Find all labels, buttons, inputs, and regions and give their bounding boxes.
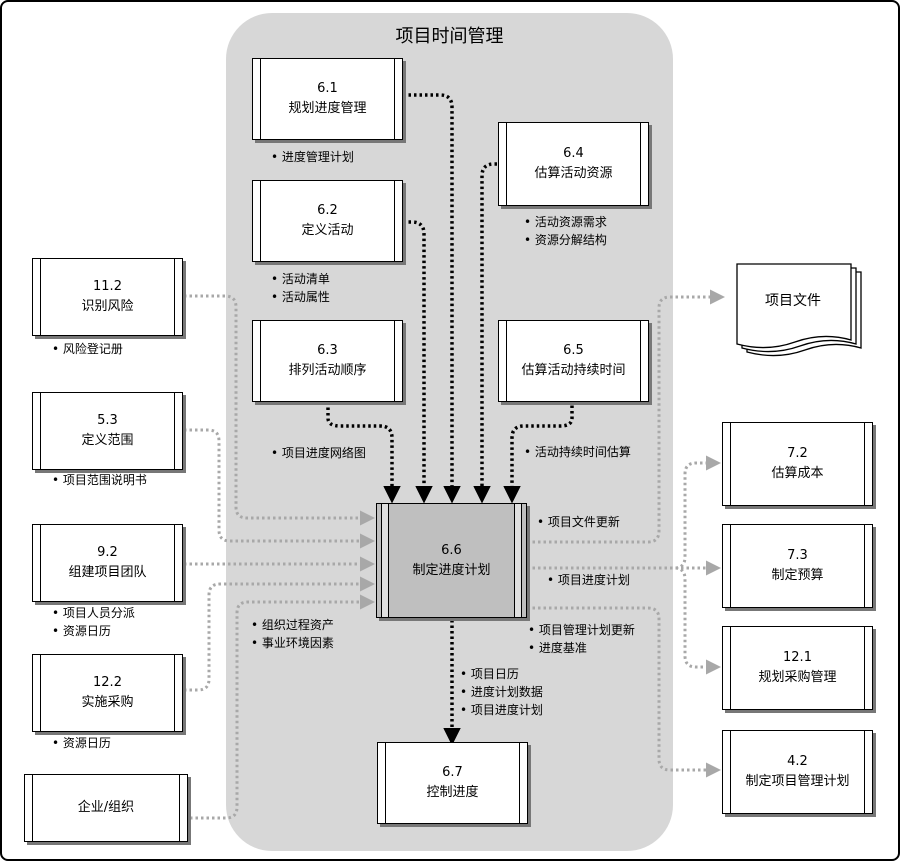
- output-item: 项目管理计划更新: [528, 621, 635, 639]
- process-id: 4.2: [787, 754, 808, 769]
- arrow-5-3-to-6-6: [184, 428, 375, 549]
- process-name: 排列活动顺序: [288, 363, 367, 378]
- output-item: 项目进度计划: [460, 701, 543, 719]
- process-4-2: 4.2 制定项目管理计划: [722, 730, 873, 814]
- output-item: 进度计划数据: [460, 683, 543, 701]
- outputs-6-3: 项目进度网络图: [271, 444, 366, 462]
- process-12-1: 12.1 规划采购管理: [722, 626, 873, 710]
- process-id: 6.1: [317, 81, 338, 96]
- outputs-6-1: 进度管理计划: [271, 148, 354, 166]
- process-id: 6.5: [563, 343, 584, 358]
- process-id: 11.2: [93, 279, 122, 294]
- process-id: 7.3: [787, 548, 808, 563]
- process-name: 规划进度管理: [288, 101, 367, 116]
- output-item: 风险登记册: [52, 340, 123, 358]
- process-id: 6.6: [441, 542, 462, 558]
- process-6-1: 6.1 规划进度管理: [252, 58, 403, 140]
- outputs-12-2: 资源日历: [52, 734, 111, 752]
- outputs-6-5: 活动持续时间估算: [524, 443, 631, 461]
- enterprise-org: 企业/组织: [24, 774, 188, 842]
- outputs-to-6-7: 项目日历 进度计划数据 项目进度计划: [460, 665, 543, 719]
- arrow-12-2-to-6-6: [184, 576, 375, 692]
- process-name: 制定预算: [771, 568, 824, 583]
- process-id: 6.7: [442, 765, 463, 780]
- process-name: 企业/组织: [77, 800, 135, 815]
- process-6-7: 6.7 控制进度: [377, 742, 528, 824]
- output-item: 活动持续时间估算: [524, 443, 631, 461]
- outputs-plan-update: 项目管理计划更新 进度基准: [528, 621, 635, 657]
- arrow-6-6-to-4-2: [527, 606, 721, 778]
- outputs-9-2: 项目人员分派 资源日历: [52, 604, 135, 640]
- output-item: 活动清单: [271, 270, 330, 288]
- process-name: 制定进度计划: [412, 562, 491, 578]
- process-6-4: 6.4 估算活动资源: [498, 122, 649, 206]
- process-id: 6.2: [317, 203, 338, 218]
- process-id: 9.2: [97, 545, 118, 560]
- process-name: 估算成本: [771, 466, 824, 481]
- output-item: 组织过程资产: [251, 616, 334, 634]
- output-item: 项目日历: [460, 665, 543, 683]
- process-7-3: 7.3 制定预算: [722, 524, 873, 608]
- arrow-org-to-6-6: [190, 594, 375, 820]
- process-5-3: 5.3 定义范围: [32, 392, 183, 470]
- process-6-2: 6.2 定义活动: [252, 180, 403, 262]
- process-name: 控制进度: [426, 785, 479, 800]
- process-id: 6.4: [563, 146, 584, 161]
- project-documents-label: 项目文件: [765, 293, 821, 309]
- panel-title: 项目时间管理: [395, 26, 504, 47]
- output-item: 事业环境因素: [251, 634, 334, 652]
- arrow-11-2-to-6-6: [184, 294, 375, 526]
- output-item: 资源日历: [52, 734, 111, 752]
- process-id: 7.2: [787, 446, 808, 461]
- process-name: 识别风险: [81, 299, 134, 314]
- process-id: 6.3: [317, 343, 338, 358]
- output-item: 资源分解结构: [524, 231, 607, 249]
- output-item: 项目进度网络图: [271, 444, 366, 462]
- output-item: 项目进度计划: [547, 571, 630, 589]
- arrow-6-5-to-6-6: [503, 400, 574, 504]
- outputs-org: 组织过程资产 事业环境因素: [251, 616, 334, 652]
- process-name: 估算活动资源: [534, 166, 613, 181]
- arrow-6-4-to-6-6: [473, 162, 497, 504]
- process-6-3: 6.3 排列活动顺序: [252, 320, 403, 402]
- document-stack-icon: [736, 263, 862, 357]
- process-6-6: 6.6 制定进度计划: [376, 503, 527, 618]
- process-name: 估算活动持续时间: [521, 363, 626, 378]
- outputs-11-2: 风险登记册: [52, 340, 123, 358]
- process-9-2: 9.2 组建项目团队: [32, 524, 183, 602]
- arrow-6-2-to-6-6: [403, 220, 433, 504]
- process-12-2: 12.2 实施采购: [32, 654, 183, 732]
- process-name: 规划采购管理: [758, 670, 837, 685]
- arrow-6-6-to-12-1: [527, 566, 721, 675]
- output-item: 进度基准: [528, 639, 635, 657]
- process-name: 定义活动: [301, 223, 354, 238]
- process-name: 定义范围: [81, 433, 134, 448]
- output-item: 活动资源需求: [524, 213, 607, 231]
- output-item: 活动属性: [271, 288, 330, 306]
- arrow-6-1-to-6-6: [403, 93, 461, 504]
- process-7-2: 7.2 估算成本: [722, 422, 873, 506]
- output-item: 项目范围说明书: [52, 471, 147, 489]
- process-name: 实施采购: [81, 695, 134, 710]
- output-item: 进度管理计划: [271, 148, 354, 166]
- process-6-5: 6.5 估算活动持续时间: [498, 320, 649, 402]
- outputs-docs-update: 项目文件更新: [537, 513, 620, 531]
- output-item: 资源日历: [52, 622, 135, 640]
- outputs-5-3: 项目范围说明书: [52, 471, 147, 489]
- arrow-6-6-to-docs: [527, 289, 725, 544]
- process-name: 组建项目团队: [68, 565, 147, 580]
- process-11-2: 11.2 识别风险: [32, 258, 183, 336]
- process-id: 12.2: [93, 675, 122, 690]
- outputs-6-4: 活动资源需求 资源分解结构: [524, 213, 607, 249]
- output-item: 项目文件更新: [537, 513, 620, 531]
- outputs-schedule: 项目进度计划: [547, 571, 630, 589]
- outputs-6-2: 活动清单 活动属性: [271, 270, 330, 306]
- process-id: 5.3: [97, 413, 118, 428]
- process-name: 制定项目管理计划: [745, 774, 850, 789]
- process-id: 12.1: [783, 650, 812, 665]
- output-item: 项目人员分派: [52, 604, 135, 622]
